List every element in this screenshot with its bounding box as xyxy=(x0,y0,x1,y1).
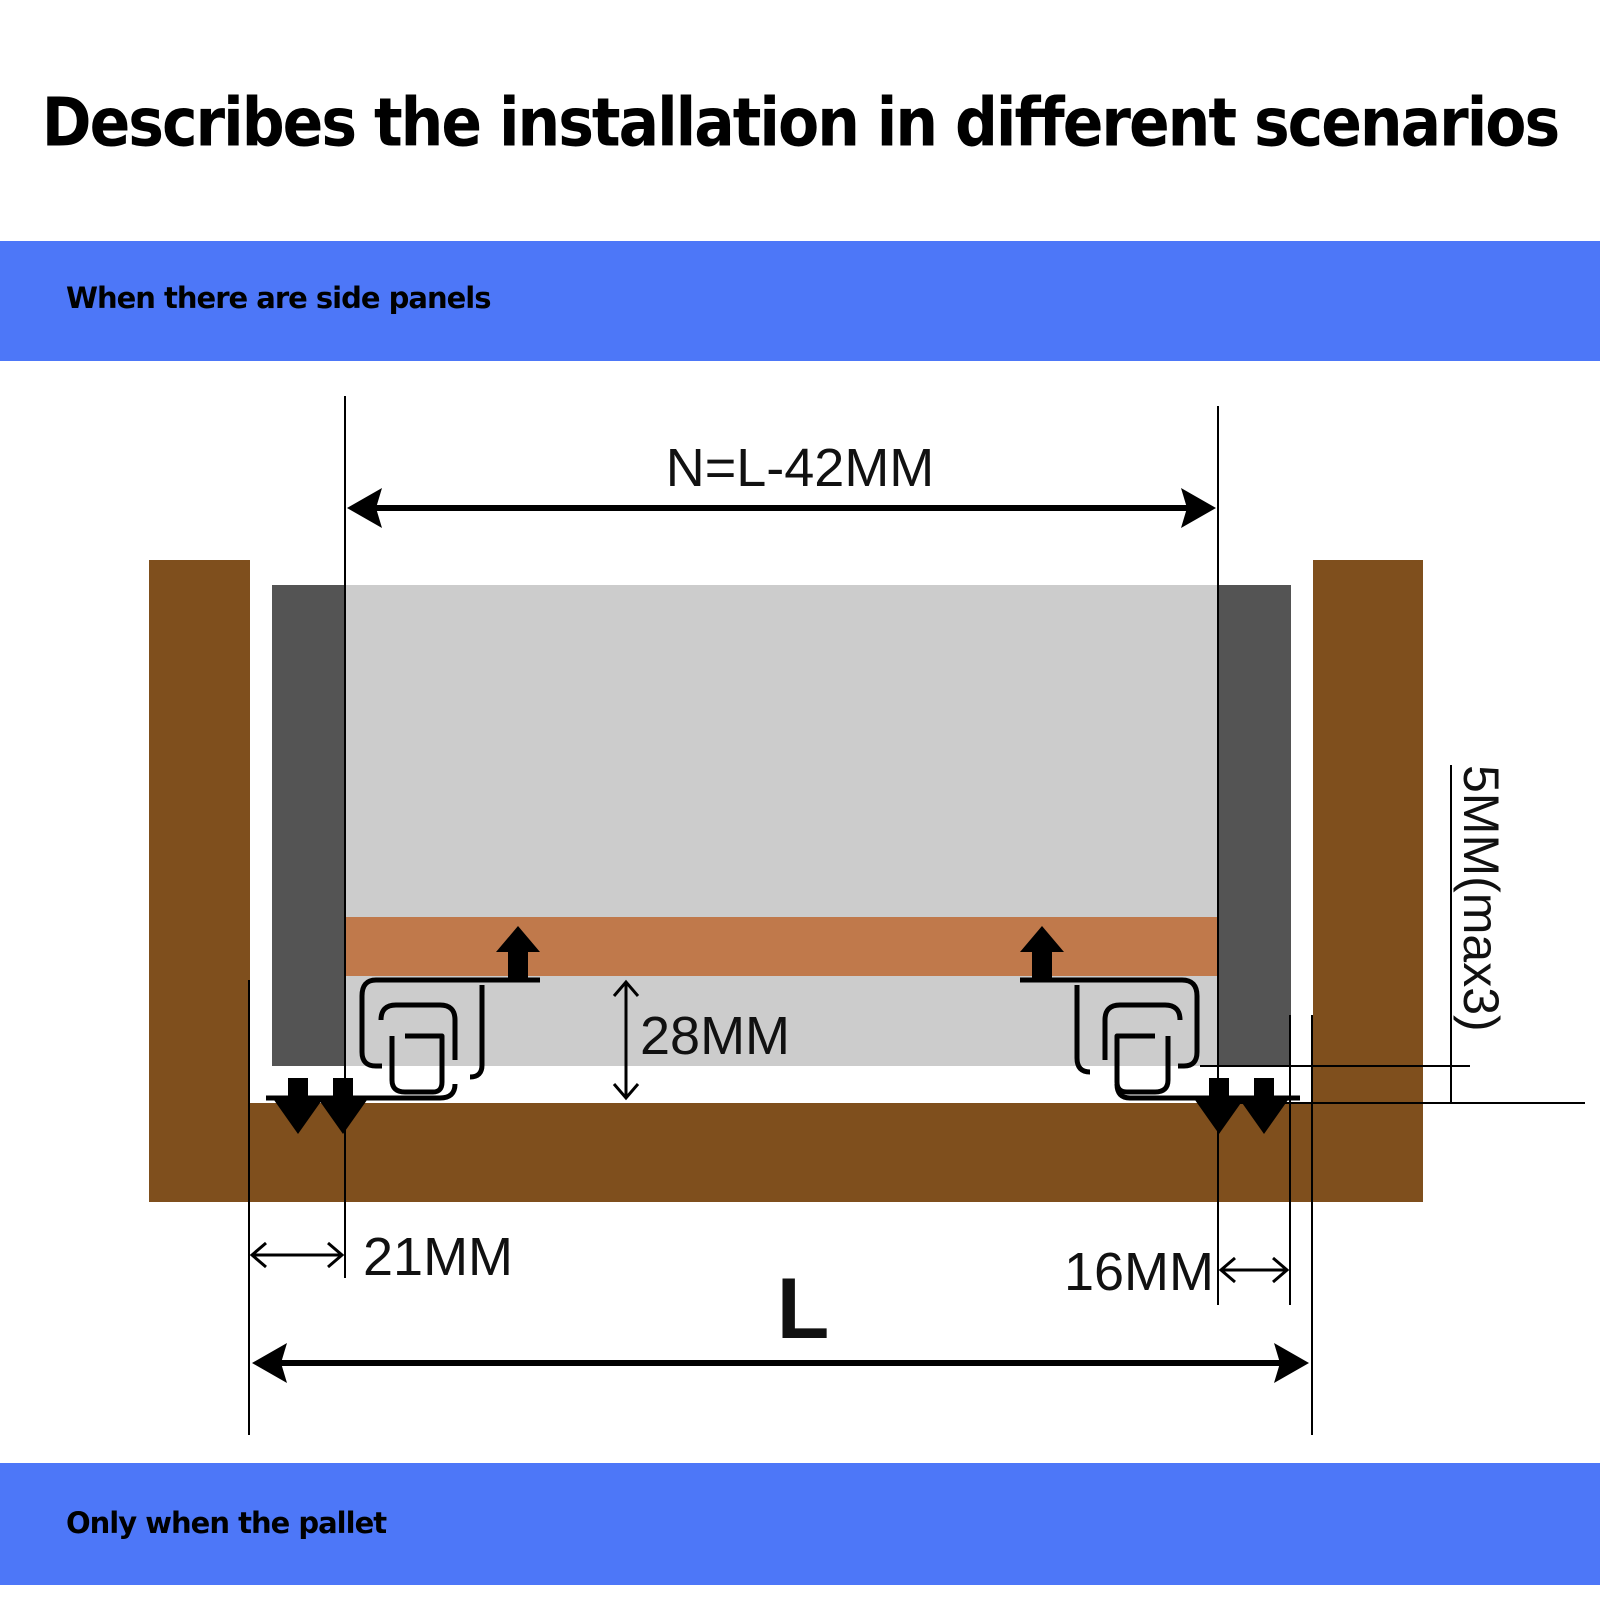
section-header-side-panels: When there are side panels xyxy=(0,241,1600,361)
n-width-label: N=L-42MM xyxy=(666,438,935,498)
right-gap-dimension-arrow xyxy=(1218,1256,1290,1284)
rail-height-dimension-arrow xyxy=(612,979,640,1101)
up-arrow-icon xyxy=(1020,926,1064,980)
left-gap-dimension-arrow xyxy=(249,1241,345,1269)
page-title: Describes the installation in different … xyxy=(41,83,1560,163)
drawer-body xyxy=(345,585,1218,1066)
extension-lines xyxy=(248,396,1585,1435)
section-label: Only when the pallet xyxy=(66,1506,387,1540)
up-arrow-icon xyxy=(496,926,540,980)
n-width-dimension-arrow xyxy=(347,488,1216,528)
total-width-label: L xyxy=(777,1261,830,1357)
total-width-dimension-arrow xyxy=(252,1343,1309,1383)
right-rail-profile xyxy=(1020,977,1300,1101)
cabinet-left-wall xyxy=(149,560,250,1202)
rail-height-label: 28MM xyxy=(640,1006,790,1066)
down-arrow-icon xyxy=(274,1078,367,1134)
section-label: When there are side panels xyxy=(66,281,491,315)
vertical-gap-label: 5MM(max3) xyxy=(1453,765,1509,1032)
right-gap-label: 16MM xyxy=(1064,1242,1214,1302)
left-rail-profile xyxy=(266,977,540,1101)
drawer-left-side xyxy=(272,585,345,1066)
left-gap-label: 21MM xyxy=(363,1227,513,1287)
section-header-pallet-only: Only when the pallet xyxy=(0,1463,1600,1585)
cabinet-right-wall xyxy=(1313,560,1423,1202)
drawer-bottom-panel xyxy=(345,917,1218,976)
drawer-right-side xyxy=(1218,585,1291,1066)
